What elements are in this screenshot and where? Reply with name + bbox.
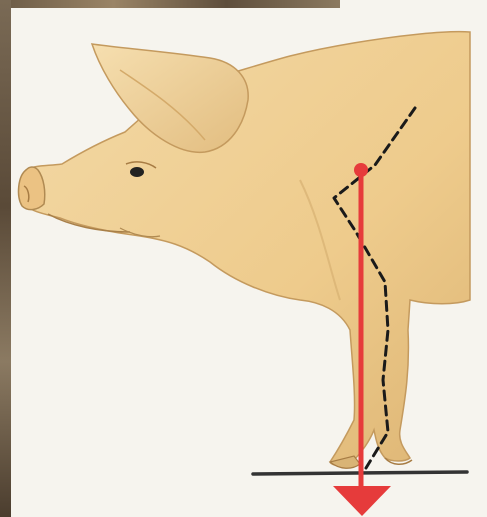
plumb-line-arrowhead (333, 486, 391, 516)
pig-eye (130, 167, 144, 177)
pig-snout (19, 167, 45, 210)
plumb-line-origin-dot (354, 163, 368, 177)
